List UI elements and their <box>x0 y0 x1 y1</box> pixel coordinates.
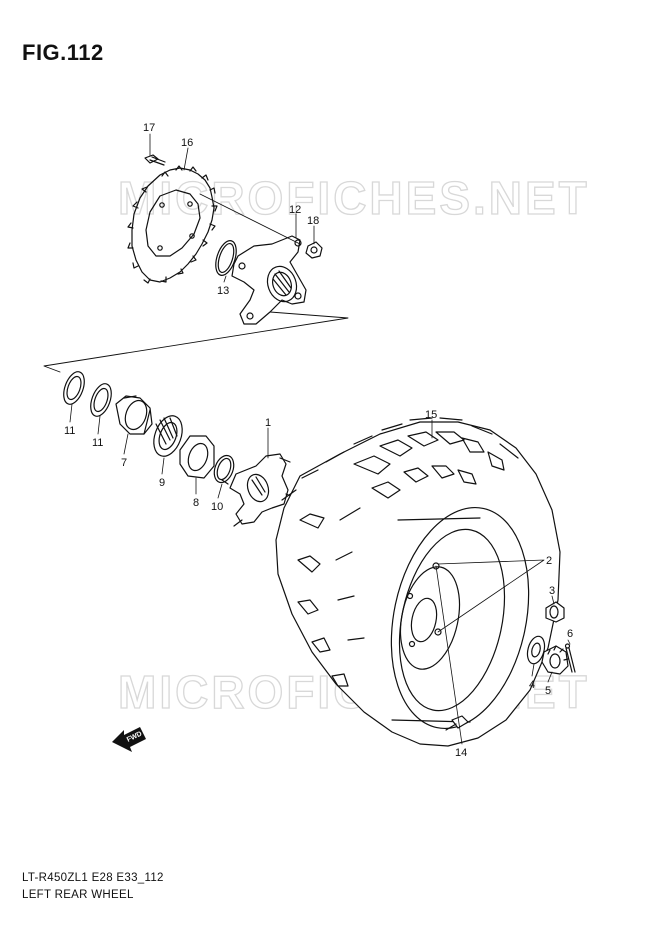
callout-11-second: 11 <box>92 437 103 449</box>
callout-2: 2 <box>546 555 552 567</box>
part-5-castle-nut <box>541 645 569 675</box>
part-8-lock-nut <box>179 435 215 479</box>
callout-6: 6 <box>567 628 573 640</box>
callout-16: 18 <box>307 215 319 227</box>
part-18-valve <box>445 715 469 731</box>
callout-10: 10 <box>211 501 223 513</box>
callout-3: 3 <box>549 585 555 597</box>
figure-title: FIG.112 <box>22 40 104 65</box>
part-15-bolt <box>144 154 166 166</box>
callout-1: 1 <box>265 417 271 429</box>
callout-8: 8 <box>193 497 199 509</box>
callout-17: 15 <box>425 409 437 421</box>
part-16-nut <box>305 241 323 259</box>
callout-12: 12 <box>289 204 301 216</box>
callout-5: 5 <box>545 685 551 697</box>
part-14-sprocket <box>127 165 218 284</box>
callout-18: 14 <box>455 747 467 759</box>
part-6-cotter-pin <box>564 643 576 673</box>
callout-11-first: 11 <box>64 425 75 437</box>
part-11-washer-2 <box>90 383 112 417</box>
callout-14: 16 <box>181 137 193 149</box>
part-3-nut <box>545 601 565 623</box>
part-11-washer <box>63 371 85 405</box>
assembly-name: LEFT REAR WHEEL <box>22 889 134 901</box>
part-9-collar <box>153 415 183 457</box>
callout-13: 13 <box>217 285 229 297</box>
callout-9: 9 <box>159 477 165 489</box>
callout-15: 17 <box>143 122 155 134</box>
part-2-wheel-rim <box>390 506 530 730</box>
part-13-o-ring <box>215 240 237 276</box>
callout-labels: 17 16 12 18 13 11 11 7 9 8 10 1 15 2 3 6… <box>64 122 573 759</box>
callout-7: 7 <box>121 457 127 469</box>
watermark-top: MICROFICHES.NET <box>118 172 590 224</box>
model-code: LT-R450ZL1 E28 E33_112 <box>22 872 164 884</box>
forward-arrow-icon: FWD <box>112 727 146 752</box>
part-10-o-ring <box>213 454 235 484</box>
part-7-nut <box>115 395 153 435</box>
part-12-sprocket-hub <box>231 235 307 325</box>
callout-4: 4 <box>529 679 535 691</box>
leader-lines <box>69 133 571 745</box>
